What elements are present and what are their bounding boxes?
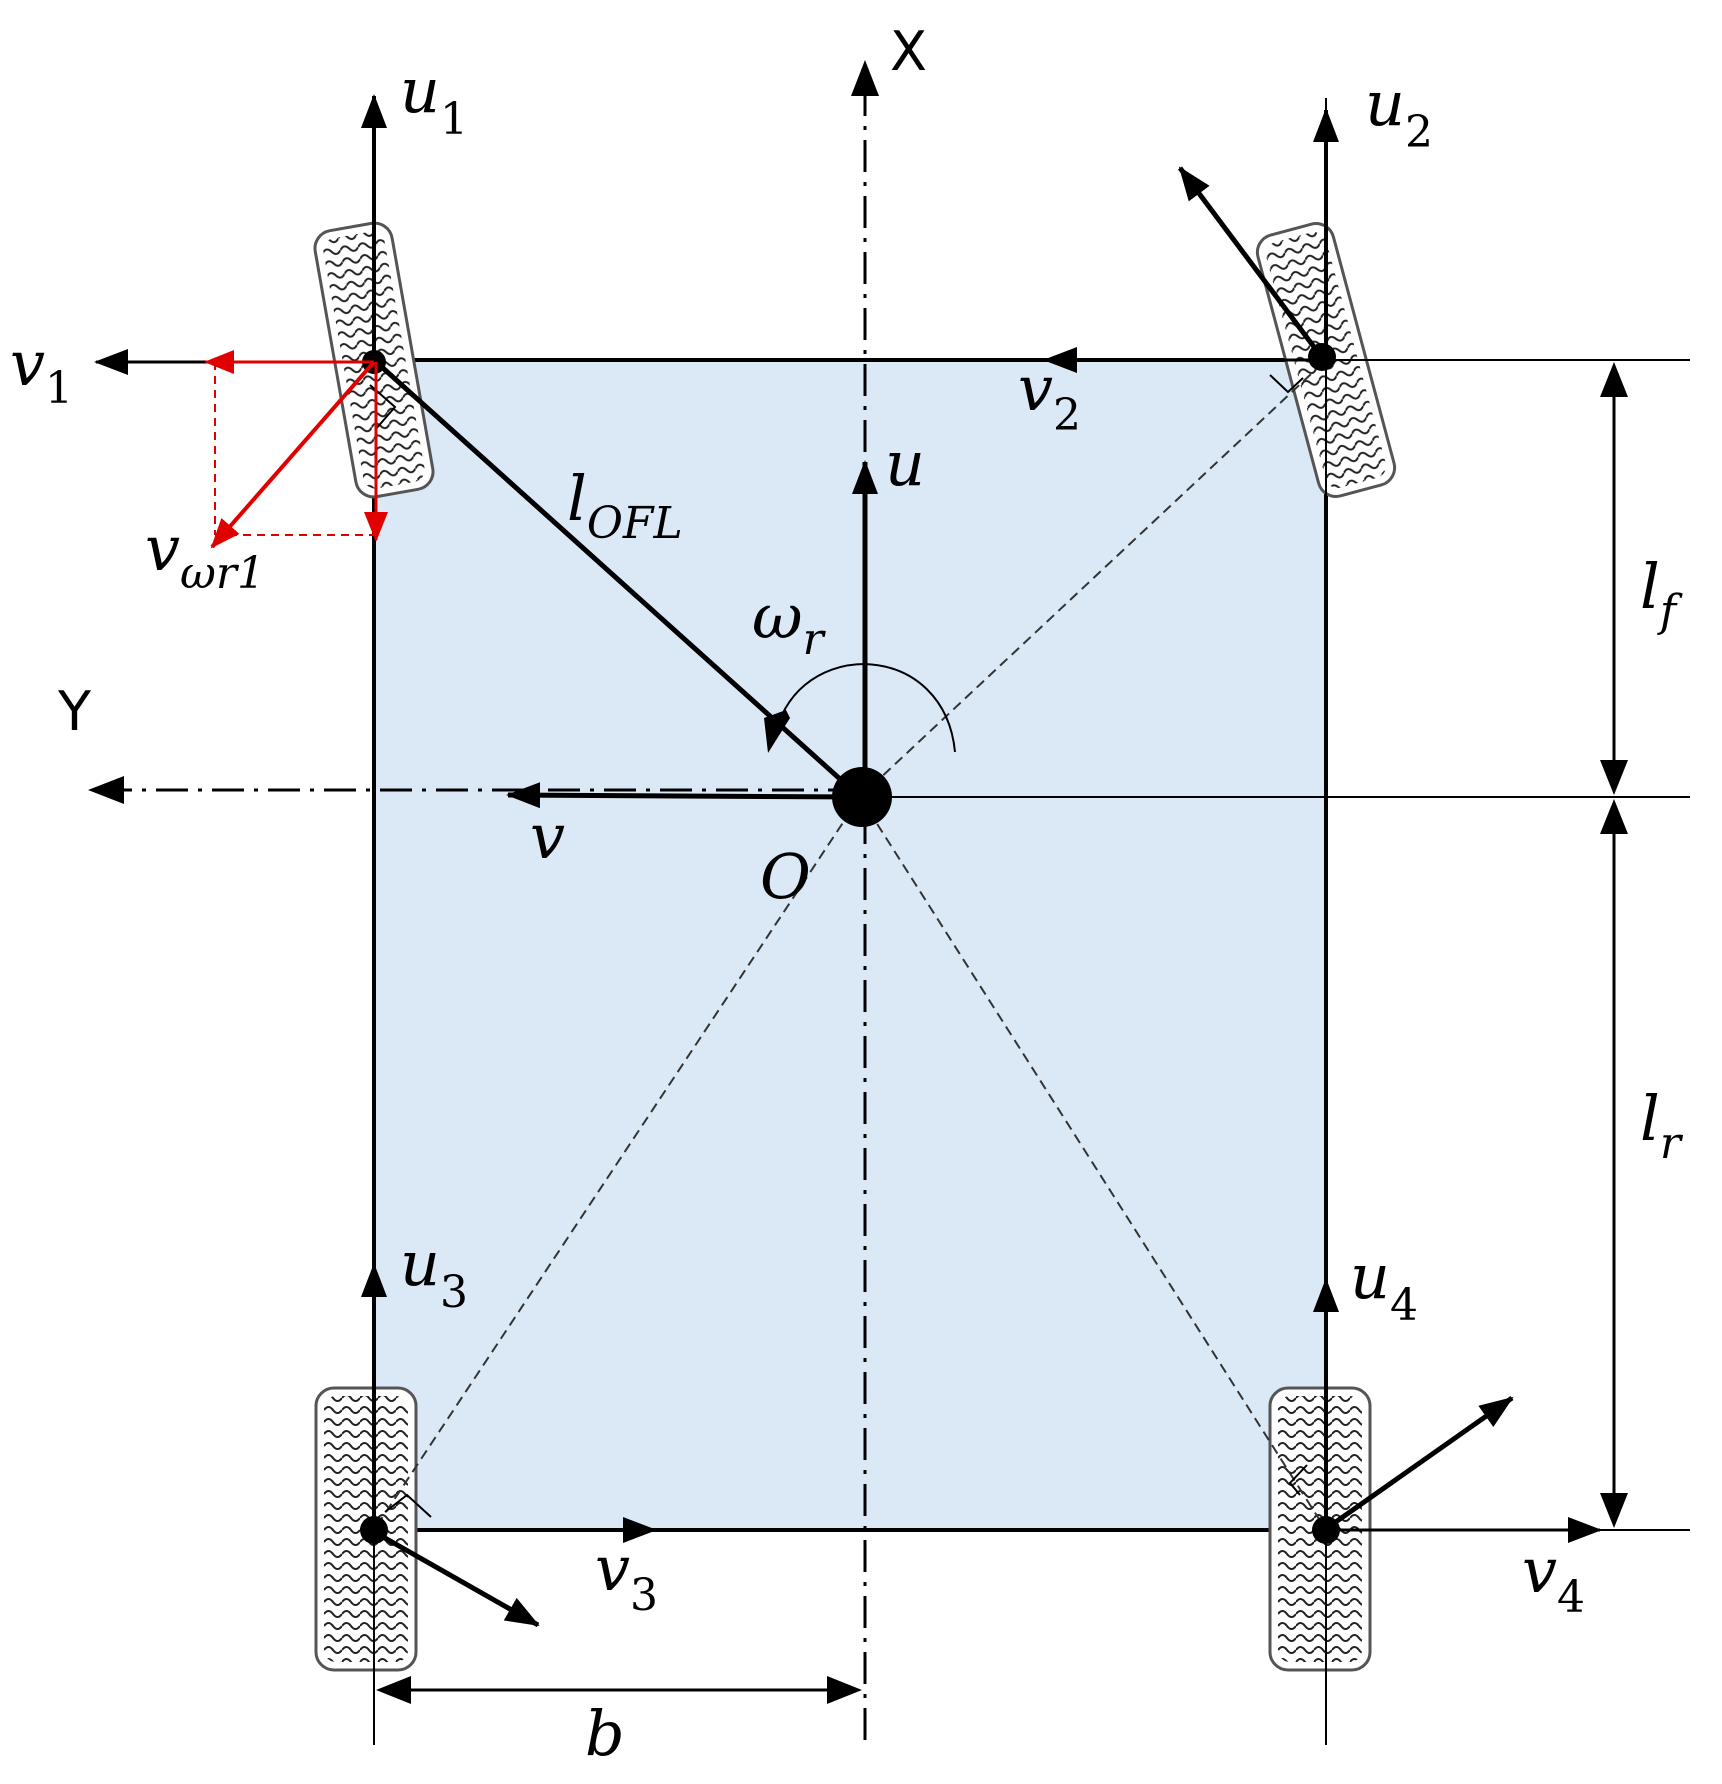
label-lf: lf — [1640, 550, 1683, 637]
omega-r-arc — [774, 662, 956, 753]
label-u1: u1 — [400, 54, 468, 145]
label-u: u — [885, 427, 925, 500]
label-v4: v4 — [1522, 1534, 1585, 1623]
y-axis-arrowhead — [88, 776, 124, 804]
y-axis-label: Y — [57, 680, 92, 743]
label-omega-r: ωr — [752, 580, 827, 665]
label-lr: lr — [1640, 1082, 1684, 1169]
wheel2-velocity-arrow — [1177, 166, 1323, 357]
dimension-lf — [1600, 362, 1628, 795]
label-b: b — [585, 1697, 625, 1770]
label-v1: v1 — [10, 327, 73, 414]
x-axis-arrowhead — [851, 60, 879, 96]
label-u3: u3 — [400, 1227, 468, 1318]
dimension-b — [376, 1676, 862, 1704]
omega-r-arrowhead — [764, 710, 790, 753]
label-l-ofl: lOFL — [567, 462, 683, 549]
x-axis-label: X — [890, 20, 927, 83]
v-omega-r1-decomposition — [204, 350, 388, 549]
label-u4: u4 — [1350, 1240, 1418, 1331]
label-v2: v2 — [1018, 352, 1081, 441]
v-arrow — [506, 782, 861, 809]
v-omega-r1-arrow — [210, 360, 376, 549]
label-v: v — [530, 800, 565, 873]
origin-point — [832, 767, 892, 827]
diagonal-lines — [373, 359, 1327, 1531]
dimension-lr — [1600, 799, 1628, 1528]
right-angle-markers — [369, 374, 1308, 1518]
label-v-omega-r1: vωr1 — [145, 512, 265, 599]
wheel4-velocity-arrow — [1328, 1395, 1514, 1529]
label-origin: O — [760, 840, 811, 913]
label-v3: v3 — [595, 1532, 658, 1621]
wheel2-contact-point — [1308, 343, 1336, 371]
vehicle-body — [372, 358, 1328, 1532]
label-u2: u2 — [1365, 67, 1433, 158]
wheel3-velocity-arrow — [376, 1531, 540, 1628]
